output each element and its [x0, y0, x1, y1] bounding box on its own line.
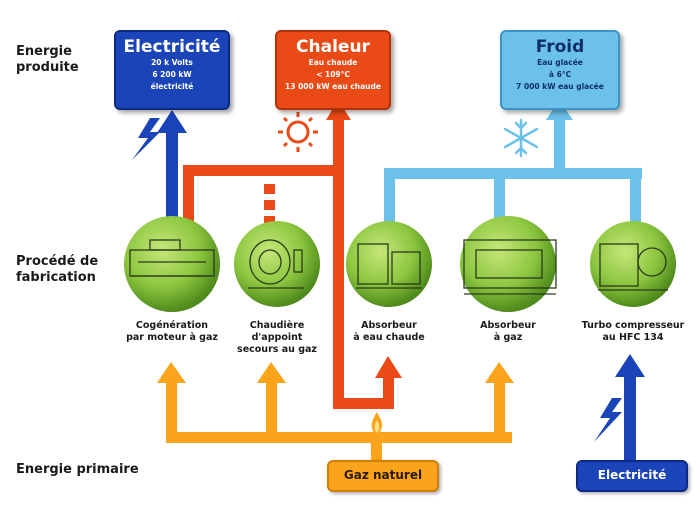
equipment-cogeneration: [124, 216, 220, 312]
gas-arrowhead-cogeneration: [157, 362, 186, 383]
caption-cogeneration: Cogénération par moteur à gaz: [117, 320, 227, 344]
caption-line: d'appoint: [251, 332, 303, 343]
lightning-icon: [132, 118, 160, 160]
caption-line: Cogénération: [135, 320, 209, 331]
cold-arrowhead: [546, 100, 573, 120]
output-cold-line: à 6°C: [548, 70, 572, 79]
heat-arrowhead-top: [326, 100, 351, 120]
heat-network: [183, 100, 402, 409]
row-label-line: produite: [16, 60, 79, 75]
electricity-network: [157, 110, 645, 460]
lightning-icon: [594, 398, 622, 442]
caption-line: à gaz: [493, 332, 523, 343]
caption-line: secours au gaz: [237, 344, 317, 355]
sun-icon: [278, 112, 318, 152]
row-label-primary-energy: Energie primaire: [16, 462, 139, 477]
snowflake-icon: [503, 118, 539, 158]
elec-arrowhead-top: [157, 110, 187, 133]
row-label-line: Procédé de: [16, 254, 99, 269]
gas-arrowhead-gas-absorber: [485, 362, 514, 383]
source-electricity: Electricité: [576, 460, 688, 492]
output-electricity-box: Electricité 20 k Volts 6 200 kW électric…: [114, 30, 230, 110]
output-cold-line: Eau glacée: [537, 58, 583, 67]
caption-line: au HFC 134: [602, 332, 664, 343]
cold-water-network: [384, 100, 642, 230]
elec-arrowhead-turbo: [615, 354, 645, 377]
row-label-produced-energy: Energie produite: [16, 44, 79, 76]
output-heat-box: Chaleur Eau chaude < 109°C 13 000 kW eau…: [275, 30, 391, 110]
output-heat-line: Eau chaude: [308, 58, 358, 67]
caption-hot-water-absorber: Absorbeur à eau chaude: [339, 320, 439, 344]
equipment-boiler: [234, 221, 320, 307]
output-cold-box: Froid Eau glacée à 6°C 7 000 kW eau glac…: [500, 30, 620, 110]
flame-icon: [371, 412, 383, 436]
caption-line: par moteur à gaz: [126, 332, 218, 343]
caption-boiler: Chaudière d'appoint secours au gaz: [227, 320, 327, 356]
output-heat-title: Chaleur: [296, 37, 370, 57]
caption-turbo-compressor: Turbo compresseur au HFC 134: [576, 320, 690, 344]
gas-arrowhead-boiler: [257, 362, 286, 383]
heat-dash: [264, 216, 275, 226]
output-heat-line: < 109°C: [316, 70, 350, 79]
row-label-line: Energie: [16, 44, 72, 59]
equipment-gas-absorber: [460, 216, 557, 312]
output-electricity-line: 20 k Volts: [151, 58, 193, 67]
heat-dash: [264, 184, 275, 194]
equipment-turbo-compressor: [590, 221, 676, 307]
row-label-line: fabrication: [16, 270, 96, 285]
output-cold-line: 7 000 kW eau glacée: [516, 82, 604, 91]
output-electricity-line: électricité: [150, 82, 194, 91]
row-label-process: Procédé de fabrication: [16, 254, 98, 286]
caption-gas-absorber: Absorbeur à gaz: [458, 320, 558, 344]
caption-line: Turbo compresseur: [581, 320, 685, 331]
output-electricity-title: Electricité: [123, 37, 221, 57]
caption-line: Absorbeur: [480, 320, 536, 331]
gas-network: [157, 362, 514, 460]
caption-line: à eau chaude: [353, 332, 425, 343]
caption-line: Absorbeur: [361, 320, 417, 331]
output-electricity-line: 6 200 kW: [152, 70, 192, 79]
heat-arrowhead-absorber: [375, 356, 402, 378]
heat-dash: [264, 200, 275, 210]
equipment-hot-water-absorber: [346, 221, 432, 307]
caption-line: Chaudière: [249, 320, 305, 331]
output-heat-line: 13 000 kW eau chaude: [285, 82, 381, 91]
output-cold-title: Froid: [535, 37, 585, 57]
source-natural-gas: Gaz naturel: [327, 460, 439, 492]
